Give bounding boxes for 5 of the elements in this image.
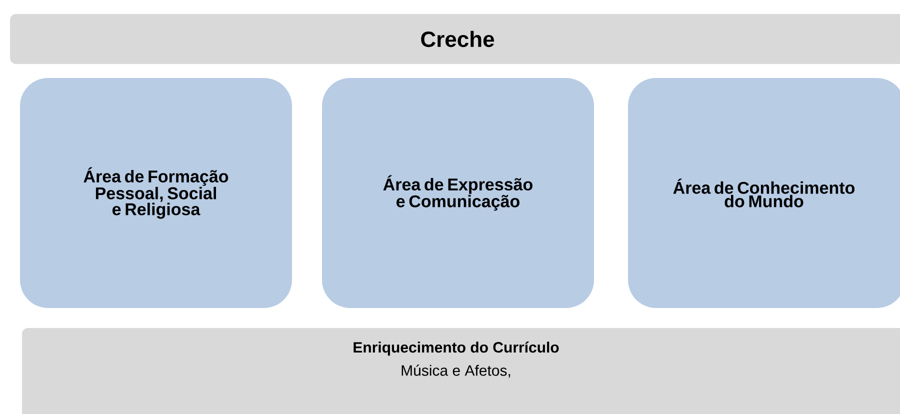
section-band: Creche [10, 14, 900, 64]
section-band: Enriquecimento do Currículo Música e Afetos, [22, 328, 900, 414]
area-box: Área de Conhecimento do Mundo [628, 78, 900, 308]
area-box: Área de Expressão e Comunicação [322, 78, 594, 308]
area-box: Área de Formação Pessoal, Social e Religiosa [20, 78, 292, 308]
